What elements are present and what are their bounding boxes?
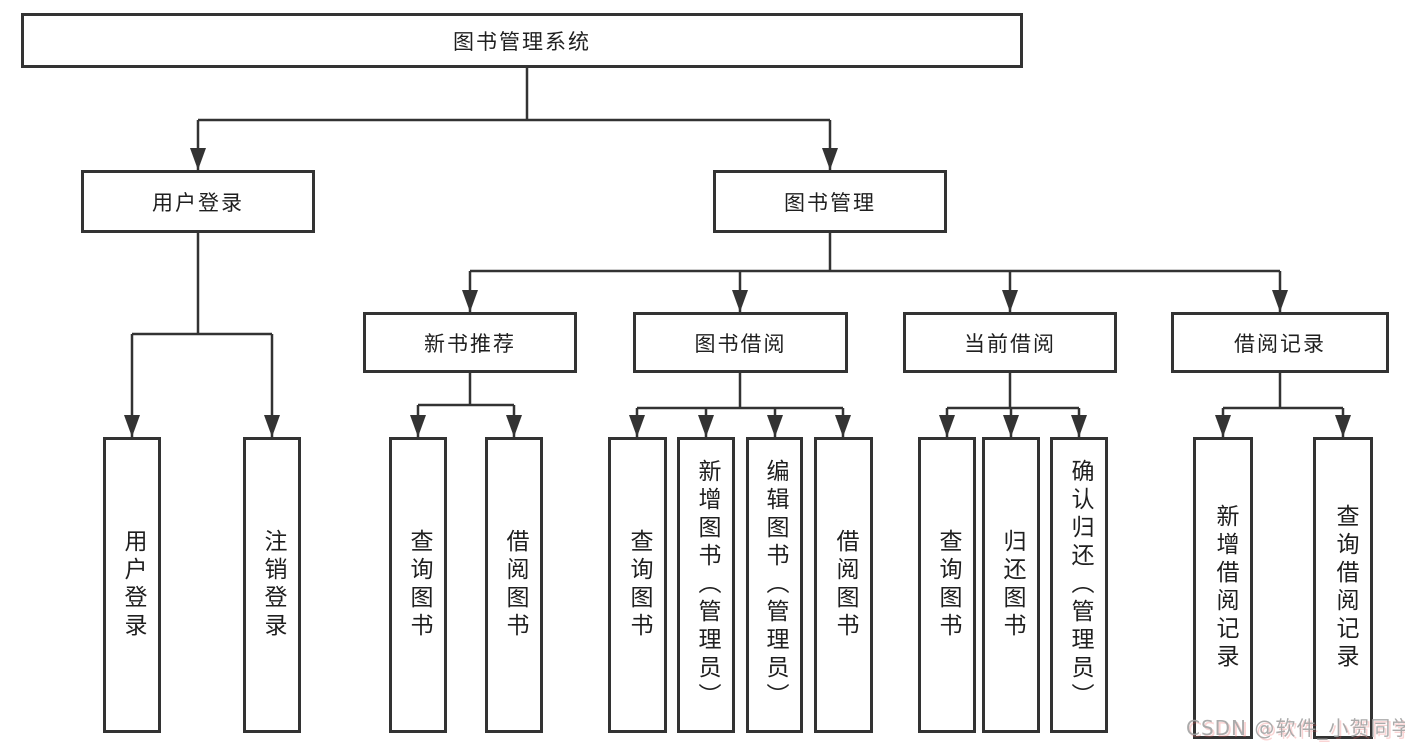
node-current-borrowing: 当前借阅 <box>903 312 1117 373</box>
node-borrowing-records: 借阅记录 <box>1171 312 1389 373</box>
leaf-edit-books-admin: 编辑图书（管理员） <box>746 437 803 733</box>
leaf-confirm-return-admin: 确认归还（管理员） <box>1050 437 1108 733</box>
leaf-return-books: 归还图书 <box>982 437 1040 733</box>
node-user-login: 用户登录 <box>81 170 315 233</box>
leaf-borrow-books-1: 借阅图书 <box>485 437 543 733</box>
leaf-add-books-admin: 新增图书（管理员） <box>677 437 735 733</box>
node-library-management-system: 图书管理系统 <box>21 13 1023 68</box>
leaf-borrow-books-2: 借阅图书 <box>814 437 873 733</box>
leaf-query-books-1: 查询图书 <box>389 437 447 733</box>
node-book-borrowing: 图书借阅 <box>633 312 848 373</box>
leaf-query-borrow-record: 查询借阅记录 <box>1313 437 1373 739</box>
leaf-logout: 注销登录 <box>243 437 301 733</box>
leaf-query-books-3: 查询图书 <box>918 437 976 733</box>
node-book-management: 图书管理 <box>713 170 947 233</box>
leaf-query-books-2: 查询图书 <box>608 437 667 733</box>
leaf-add-borrow-record: 新增借阅记录 <box>1193 437 1253 739</box>
csdn-watermark: CSDN @软件_小贺同学 <box>1186 716 1405 740</box>
node-new-book-recommend: 新书推荐 <box>363 312 577 373</box>
leaf-user-login: 用户登录 <box>103 437 161 733</box>
